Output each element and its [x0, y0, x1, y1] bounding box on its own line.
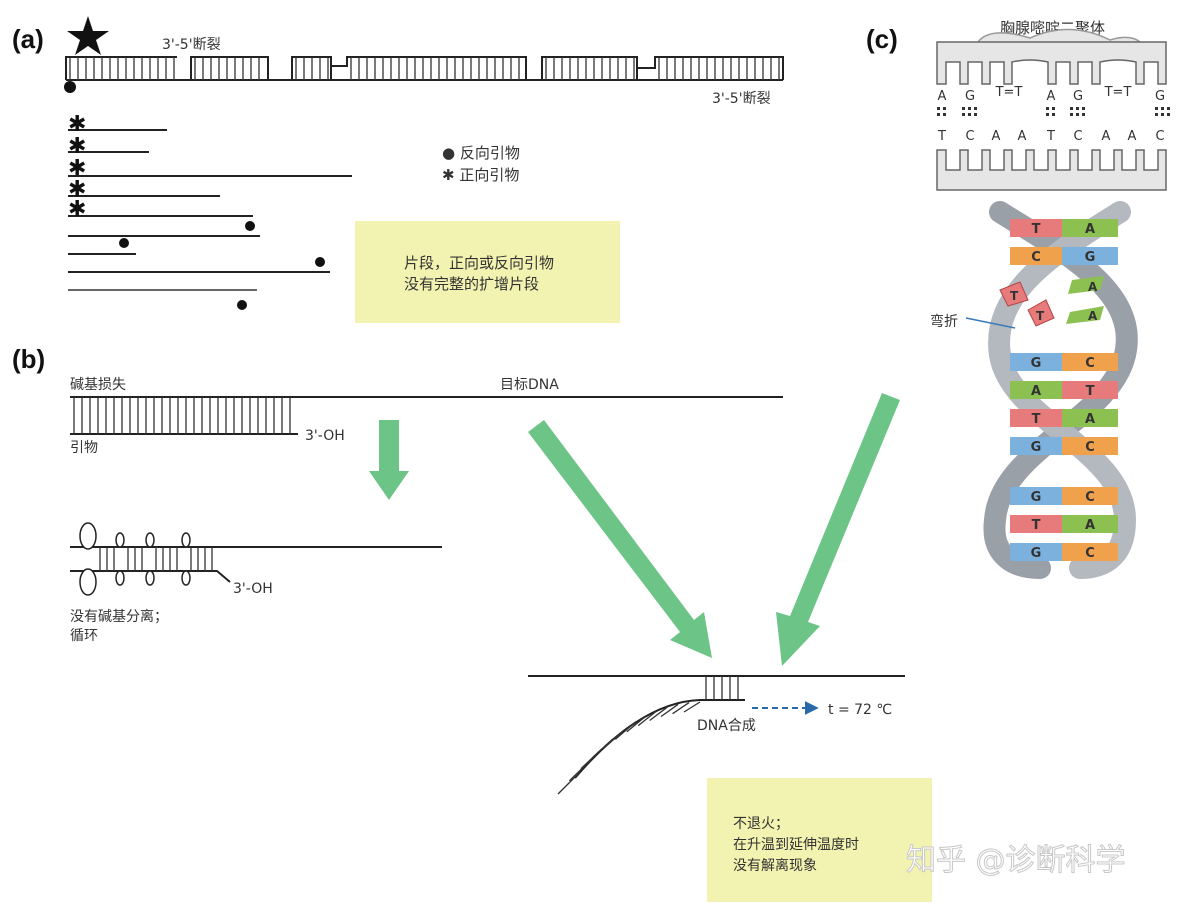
svg-text:T: T [1010, 289, 1019, 303]
svg-text:G: G [1155, 89, 1165, 104]
top-bases: A G T=T A G T=T G [938, 85, 1165, 104]
svg-text:T: T [1032, 412, 1041, 427]
svg-text:A: A [1085, 222, 1095, 237]
diagonal-arrow-left [528, 420, 712, 658]
svg-text:A: A [1088, 309, 1098, 323]
svg-text:A: A [1085, 412, 1095, 427]
note-b-line2: 在升温到延伸温度时 [733, 837, 859, 853]
svg-text:G: G [1073, 89, 1083, 104]
down-arrow [369, 420, 409, 500]
note-a-line1: 片段，正向或反向引物 [404, 254, 554, 272]
svg-text:✱: ✱ [68, 197, 86, 222]
bottom-bases: T C A A T C A A C [937, 129, 1165, 144]
svg-text:T=T: T=T [995, 85, 1023, 100]
svg-text:T: T [1046, 129, 1055, 144]
panel-b-label: (b) [12, 344, 45, 374]
base-loops [79, 522, 191, 596]
duplex-top-segments [65, 56, 784, 80]
svg-text:C: C [1085, 546, 1095, 561]
no-separation-line1: 没有碱基分离； [70, 608, 168, 625]
bottom-comb [936, 149, 1167, 191]
svg-text:A: A [1031, 384, 1041, 399]
synthesis-rungs [557, 676, 739, 795]
oh-label-2: 3'-OH [233, 581, 273, 597]
bend-pointer [965, 317, 1016, 329]
panel-a-label: (a) [12, 24, 44, 54]
target-dna-label: 目标DNA [500, 377, 559, 393]
svg-text:G: G [1031, 440, 1042, 455]
forward-primer-asterisks: ✱ ✱ ✱ ✱ ✱ [68, 112, 86, 222]
synthesis-label: DNA合成 [697, 718, 756, 734]
svg-text:C: C [965, 129, 974, 144]
note-b-line3: 没有解离现象 [733, 857, 817, 874]
svg-text:C: C [1085, 440, 1095, 455]
svg-text:A: A [1102, 129, 1111, 144]
panel-c-label: (c) [866, 24, 898, 54]
svg-text:G: G [1085, 250, 1096, 265]
svg-text:A: A [1088, 280, 1098, 294]
svg-text:T: T [937, 129, 946, 144]
svg-text:C: C [1155, 129, 1164, 144]
curved-primer-strand [574, 699, 745, 779]
svg-text:A: A [1018, 129, 1027, 144]
no-separation-line2: 循环 [70, 628, 98, 644]
temperature-label: t = 72 ℃ [828, 702, 892, 718]
svg-text:✱: ✱ [68, 112, 86, 137]
primer-rungs [73, 397, 291, 434]
looped-duplex-rungs [99, 547, 213, 571]
svg-text:A: A [992, 129, 1001, 144]
svg-text:C: C [1085, 356, 1095, 371]
break-bottom-label: 3'-5'断裂 [712, 91, 771, 107]
svg-text:G: G [965, 89, 975, 104]
base-loss-label: 碱基损失 [70, 376, 126, 393]
reverse-primer-dots [119, 221, 325, 310]
break-top-label: 3'-5'断裂 [162, 37, 221, 53]
note-box-a [355, 221, 620, 323]
oh-label-1: 3'-OH [305, 428, 345, 444]
primer-label: 引物 [70, 440, 98, 456]
svg-text:A: A [1128, 129, 1137, 144]
star-icon [67, 16, 109, 55]
svg-text:✱: ✱ [68, 134, 86, 159]
watermark: 知乎 @诊断科学 [906, 843, 1126, 878]
svg-text:T: T [1032, 222, 1041, 237]
reverse-primer-dot [64, 81, 76, 93]
svg-text:C: C [1031, 250, 1041, 265]
dimer-bracket [977, 28, 1141, 43]
svg-text:T: T [1032, 518, 1041, 533]
note-a-line2: 没有完整的扩增片段 [404, 275, 539, 293]
svg-text:G: G [1031, 356, 1042, 371]
legend-reverse: ● 反向引物 [442, 144, 520, 162]
svg-text:✱: ✱ [68, 177, 86, 202]
green-arrows [369, 393, 900, 666]
svg-text:C: C [1073, 129, 1082, 144]
note-box-b [707, 778, 932, 902]
svg-text:G: G [1031, 546, 1042, 561]
svg-text:✱: ✱ [68, 156, 86, 181]
legend-forward: ✱ 正向引物 [442, 166, 519, 184]
svg-text:A: A [1047, 89, 1056, 104]
svg-text:T: T [1086, 384, 1095, 399]
svg-text:G: G [1031, 490, 1042, 505]
diagonal-arrow-right [776, 393, 900, 666]
svg-text:A: A [938, 89, 947, 104]
fragments [68, 129, 352, 291]
svg-text:C: C [1085, 490, 1095, 505]
svg-text:T: T [1036, 309, 1045, 323]
hydrogen-bond-dots [937, 107, 1170, 116]
bend-label: 弯折 [930, 313, 958, 330]
base-pair-rungs [69, 57, 780, 80]
svg-text:T=T: T=T [1104, 85, 1132, 100]
note-b-line1: 不退火； [733, 816, 789, 832]
svg-text:A: A [1085, 518, 1095, 533]
top-comb [936, 41, 1167, 85]
